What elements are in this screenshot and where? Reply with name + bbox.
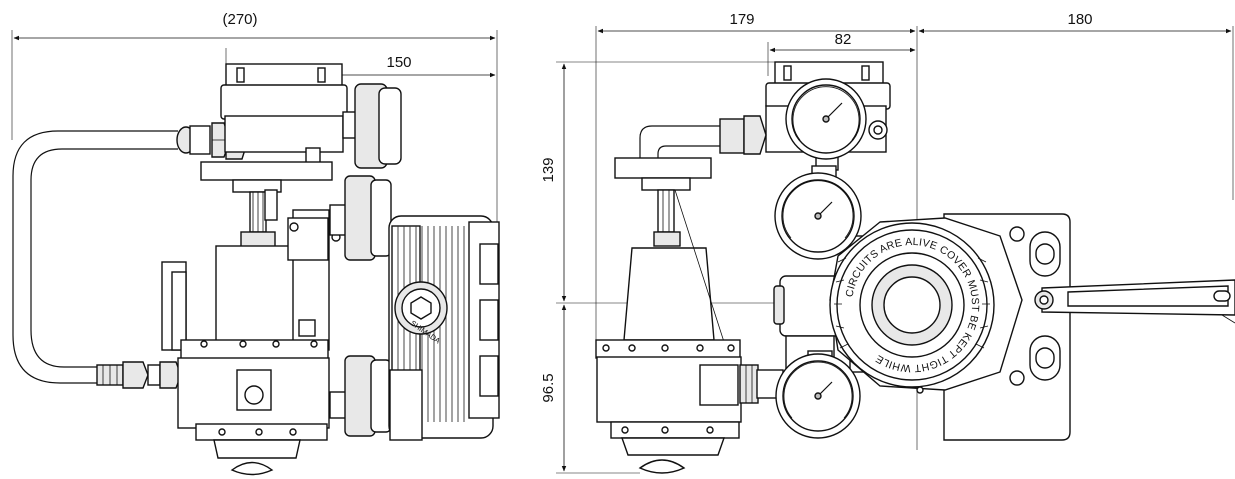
dim-right-lower-height: 96.5 bbox=[540, 373, 557, 402]
left-positioner-body: SHIMADA bbox=[388, 215, 500, 441]
dim-right-center-width: 82 bbox=[835, 31, 852, 48]
right-regulator bbox=[614, 157, 726, 346]
left-regulator-body bbox=[161, 209, 341, 351]
right-gauge-bottom bbox=[775, 350, 861, 439]
right-base bbox=[595, 339, 784, 474]
positioner-housing: CIRCUITS ARE ALIVE COVER MUST BE KEPT TI… bbox=[829, 217, 1023, 394]
left-view: (270) 150 bbox=[11, 11, 500, 476]
right-tube bbox=[639, 115, 767, 158]
dim-right-right-width: 180 bbox=[1067, 11, 1092, 28]
bottom-tube-fitting bbox=[96, 361, 182, 389]
right-gauge-middle bbox=[774, 165, 862, 260]
right-view: 179 180 82 139 96.5 bbox=[540, 11, 1235, 474]
left-top-block bbox=[220, 63, 348, 169]
dim-left-partial: 150 bbox=[386, 54, 411, 71]
dim-right-left-width: 179 bbox=[729, 11, 754, 28]
dim-left-overall: (270) bbox=[222, 11, 257, 28]
dim-right-upper-height: 139 bbox=[540, 157, 557, 182]
right-gauge-top bbox=[785, 78, 867, 171]
left-overall-dimension: (270) bbox=[11, 11, 498, 225]
supply-tube bbox=[12, 130, 178, 384]
left-filter-base bbox=[177, 339, 330, 476]
left-top-gauge bbox=[342, 83, 402, 169]
left-side-gauges bbox=[329, 175, 392, 437]
right-horizontal-dimensions: 179 180 82 bbox=[595, 11, 1234, 450]
left-adjuster bbox=[200, 161, 333, 249]
